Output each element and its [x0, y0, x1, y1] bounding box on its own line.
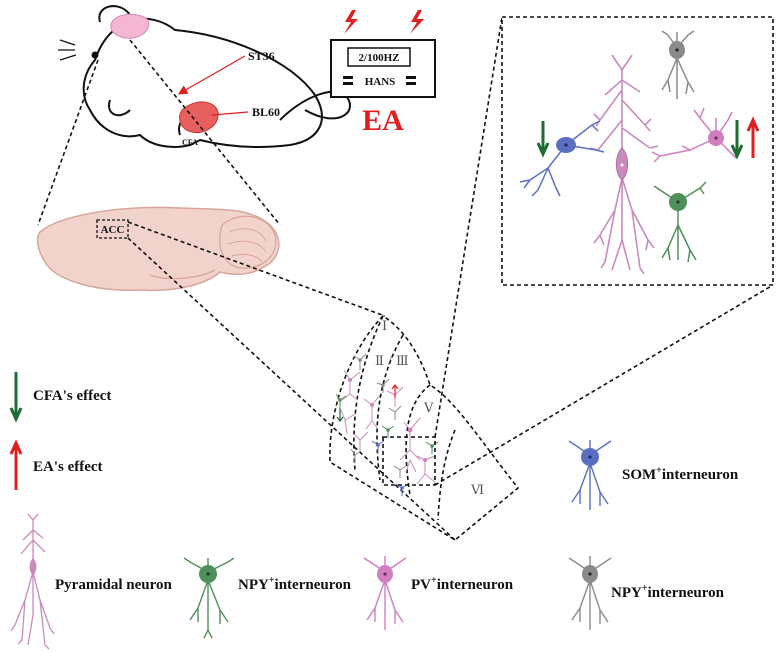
cortex-neuron-somas — [338, 358, 434, 490]
layer-label-2: Ⅱ — [375, 353, 384, 368]
sagittal-brain — [36, 206, 280, 292]
legend-npy-gray-icon — [568, 556, 612, 630]
mouse-paw-cfa — [179, 101, 219, 134]
inset-pyramidal-neuron — [589, 54, 659, 275]
layer-label-1: Ⅰ — [382, 318, 387, 333]
cortex-section — [329, 314, 520, 541]
legend-cfa-arrow-icon — [9, 372, 23, 423]
layer-divider-slash: / — [388, 353, 392, 368]
legend-npy-green-suffix: interneuron — [275, 577, 352, 593]
legend-pv-label: PV+interneuron — [411, 575, 514, 593]
legend-npy-gray-label: NPY+interneuron — [611, 583, 725, 601]
cortex-mini-arrow-up — [391, 384, 399, 398]
legend-npy-green-sup: + — [269, 575, 275, 586]
inset-npy-green-neuron — [653, 181, 707, 263]
zoom-line-inset-top — [434, 16, 503, 438]
inset-npy-green-nucleus — [676, 200, 680, 204]
bl60-label: BL60 — [252, 105, 280, 119]
inset-npy-gray-neuron — [661, 30, 695, 99]
zoom-line-inset-bottom — [434, 284, 774, 486]
hans-left-mark-bottom — [343, 82, 353, 85]
legend-pv-icon — [363, 556, 407, 630]
st36-pointer — [177, 55, 246, 95]
layer-label-6: Ⅵ — [470, 482, 484, 497]
zoom-line-mouse-left — [37, 59, 99, 226]
legend-ea-arrow-icon — [9, 439, 23, 490]
inset-npy-gray-nucleus — [675, 48, 679, 52]
acc-region-box — [96, 219, 129, 239]
legend-ea-label: EA's effect — [33, 459, 103, 475]
legend-npy-green-name: NPY — [238, 577, 269, 593]
legend-pv-name: PV — [411, 577, 431, 593]
inset-som-neuron — [519, 120, 605, 197]
lightning-right-icon — [410, 10, 424, 34]
inset-pv-nucleus — [714, 136, 718, 140]
legend-som-nucleus — [588, 455, 592, 459]
zoom-line-acc-top — [127, 221, 386, 317]
legend-som-suffix: interneuron — [662, 467, 739, 483]
inset-cfa-down-arrow-pv — [730, 120, 744, 160]
cortex-zoom-box — [382, 436, 436, 486]
legend-pv-sup: + — [431, 575, 437, 586]
inset-som-nucleus — [564, 143, 568, 147]
inset-pyramidal-nucleus — [620, 163, 624, 167]
inset-ea-up-arrow-pv — [746, 116, 760, 158]
st36-label: ST36 — [248, 49, 275, 63]
mouse-brain-highlight — [110, 13, 150, 39]
inset-pv-neuron — [651, 107, 737, 163]
zoom-line-mouse-right — [129, 39, 281, 226]
hans-label: HANS — [365, 76, 396, 88]
ea-title: EA — [362, 104, 404, 137]
lightning-left-icon — [344, 10, 358, 34]
legend-npy-gray-nucleus — [588, 572, 592, 576]
legend-cfa-label: CFA's effect — [33, 388, 111, 404]
legend-pv-nucleus — [383, 572, 387, 576]
legend-npy-green-nucleus — [206, 572, 210, 576]
legend-npy-green-icon — [183, 557, 235, 639]
frequency-label: 2/100HZ — [359, 52, 400, 64]
microcircuit-inset-box — [501, 16, 774, 286]
legend-npy-gray-sup: + — [642, 583, 648, 594]
legend-som-label: SOM+interneuron — [622, 465, 739, 483]
inset-cfa-down-arrow-som — [536, 121, 550, 158]
legend-npy-gray-name: NPY — [611, 585, 642, 601]
cfa-paw-label: CFA — [182, 138, 198, 147]
legend-pyramidal-soma — [29, 558, 37, 576]
hans-left-mark-top — [343, 76, 353, 79]
legend-pyramidal-neuron-icon — [10, 513, 55, 650]
cortex-mini-arrow-down — [336, 408, 344, 422]
legend-pyramidal-label: Pyramidal neuron — [55, 577, 172, 593]
legend-npy-green-label: NPY+interneuron — [238, 575, 352, 593]
layer-label-3: Ⅲ — [396, 353, 409, 368]
bl60-pointer — [211, 111, 249, 116]
acc-label: ACC — [101, 224, 125, 236]
legend-som-name: SOM — [622, 467, 656, 483]
layer-label-5: Ⅴ — [423, 400, 434, 415]
legend-pv-suffix: interneuron — [437, 577, 514, 593]
legend-som-sup: + — [656, 465, 662, 476]
frequency-box — [347, 47, 411, 67]
hans-right-mark-bottom — [406, 82, 416, 85]
hans-right-mark-top — [406, 76, 416, 79]
legend-som-icon — [568, 440, 612, 510]
zoom-line-acc-bottom — [127, 237, 456, 541]
legend-npy-gray-suffix: interneuron — [648, 585, 725, 601]
